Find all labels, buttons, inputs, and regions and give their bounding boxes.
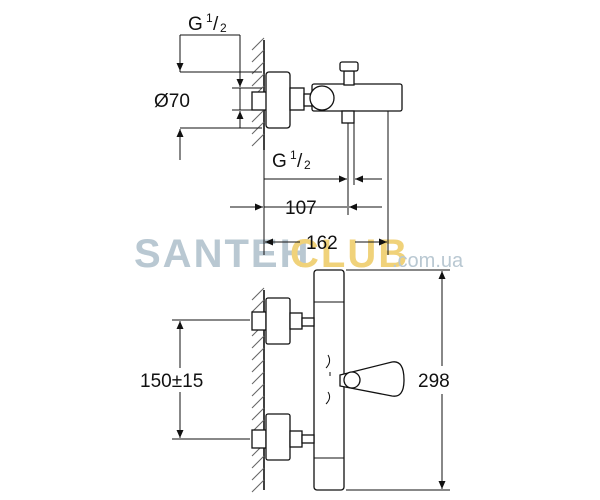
- thread-spout-num: 1: [290, 148, 297, 162]
- mixer-body-front: [251, 269, 405, 491]
- mixer-body-top: [251, 61, 403, 129]
- height-label: 298: [418, 371, 450, 392]
- dim-height: 298: [346, 269, 450, 491]
- total-depth-label: 162: [306, 233, 338, 254]
- dim-diameter: Ø70: [154, 40, 262, 160]
- dim-thread-top: G 1 / 2: [179, 11, 262, 128]
- watermark-part1: SANTEH: [134, 232, 310, 276]
- dim-spout: G 1 / 2 107 162: [230, 111, 389, 255]
- wall-top: [251, 37, 265, 150]
- thread-top-num: 1: [206, 11, 213, 25]
- thread-spout-slash: /: [297, 151, 303, 172]
- dim-center-distance: 150±15: [140, 319, 250, 440]
- thread-spout-den: 2: [304, 158, 311, 172]
- thread-top-den: 2: [220, 21, 227, 35]
- thread-spout-base: G: [272, 151, 287, 172]
- thread-top-slash: /: [213, 14, 219, 35]
- center-distance-label: 150±15: [140, 371, 203, 392]
- watermark-domain: .com.ua: [392, 250, 464, 272]
- top-view: G 1 / 2 Ø70 G 1 / 2: [154, 11, 403, 255]
- watermark: SANTEH CLUB .com.ua: [134, 232, 464, 276]
- thread-top-base: G: [188, 14, 203, 35]
- diameter-label: Ø70: [154, 91, 190, 112]
- front-view: 150±15 298: [140, 269, 450, 493]
- spout-depth-label: 107: [285, 198, 317, 219]
